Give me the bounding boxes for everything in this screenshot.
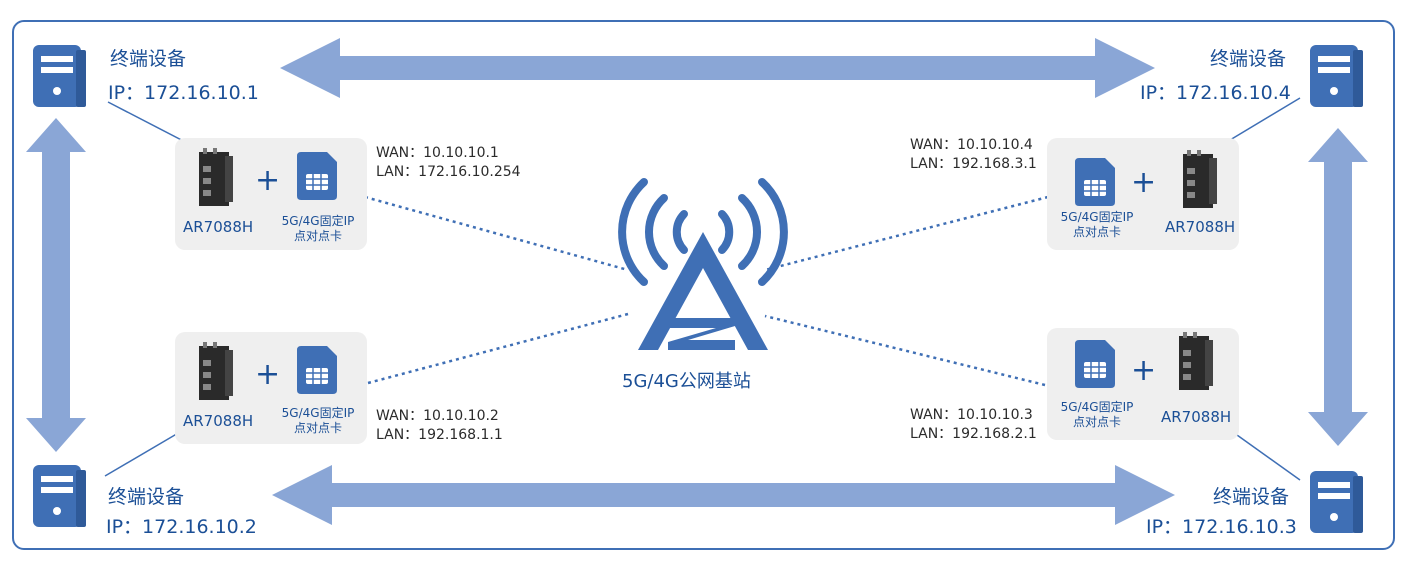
tower-icon xyxy=(618,178,788,350)
sim-card-icon xyxy=(1075,158,1115,206)
arrow-bottom xyxy=(272,465,1175,525)
plus-sign: + xyxy=(255,163,281,198)
wan-address: WAN：10.10.10.3 xyxy=(910,407,1033,423)
dotted-bl xyxy=(367,312,629,385)
device-ip-bl: IP：172.16.10.2 xyxy=(106,516,257,538)
link-bl xyxy=(104,431,181,477)
lan-address: LAN：192.168.3.1 xyxy=(910,156,1037,172)
device-title-tl: 终端设备 xyxy=(110,48,187,70)
plus-sign: + xyxy=(1131,165,1157,200)
arrow-top xyxy=(280,38,1155,98)
network-info-tr: WAN：10.10.10.4 LAN：192.168.3.1 xyxy=(910,136,1037,174)
arrow-left xyxy=(26,118,86,452)
router-device-icon xyxy=(199,342,233,400)
dotted-tr xyxy=(764,195,1049,272)
sim-card-icon xyxy=(1075,340,1115,388)
router-label: AR7088H xyxy=(183,412,254,430)
wan-address: WAN：10.10.10.4 xyxy=(910,137,1033,153)
wan-address: WAN：10.10.10.1 xyxy=(376,145,499,161)
device-ip-tr: IP：172.16.10.4 xyxy=(1140,82,1291,104)
dotted-tl xyxy=(364,195,629,272)
lan-address: LAN：192.168.1.1 xyxy=(376,427,503,443)
device-title-bl: 终端设备 xyxy=(108,486,185,508)
sim-card-icon xyxy=(297,152,337,200)
computer-icon xyxy=(1310,45,1363,107)
device-ip-tl: IP：172.16.10.1 xyxy=(108,82,259,104)
link-br xyxy=(1229,429,1301,481)
device-ip-br: IP：172.16.10.3 xyxy=(1146,516,1297,538)
diagram-frame xyxy=(12,20,1395,550)
router-label: AR7088H xyxy=(183,218,254,236)
tower-label: 5G/4G公网基站 xyxy=(622,371,751,392)
computer-icon xyxy=(1310,471,1363,533)
arrow-right xyxy=(1308,128,1368,446)
lan-address: LAN：172.16.10.254 xyxy=(376,164,521,180)
router-device-icon xyxy=(1183,150,1217,208)
link-tr xyxy=(1224,97,1301,144)
router-device-icon xyxy=(199,148,233,206)
sim-card-icon xyxy=(297,346,337,394)
network-info-bl: WAN：10.10.10.2 LAN：192.168.1.1 xyxy=(376,407,503,445)
lan-address: LAN：192.168.2.1 xyxy=(910,426,1037,442)
network-info-br: WAN：10.10.10.3 LAN：192.168.2.1 xyxy=(910,406,1037,444)
wan-address: WAN：10.10.10.2 xyxy=(376,408,499,424)
router-label: AR7088H xyxy=(1165,218,1236,236)
dotted-br xyxy=(764,314,1046,387)
router-device-icon xyxy=(1179,332,1213,390)
computer-icon xyxy=(33,45,86,107)
device-title-tr: 终端设备 xyxy=(1210,48,1287,70)
plus-sign: + xyxy=(1131,353,1157,388)
device-title-br: 终端设备 xyxy=(1213,486,1290,508)
computer-icon xyxy=(33,465,86,527)
router-label: AR7088H xyxy=(1161,408,1232,426)
plus-sign: + xyxy=(255,357,281,392)
network-info-tl: WAN：10.10.10.1 LAN：172.16.10.254 xyxy=(376,144,521,182)
